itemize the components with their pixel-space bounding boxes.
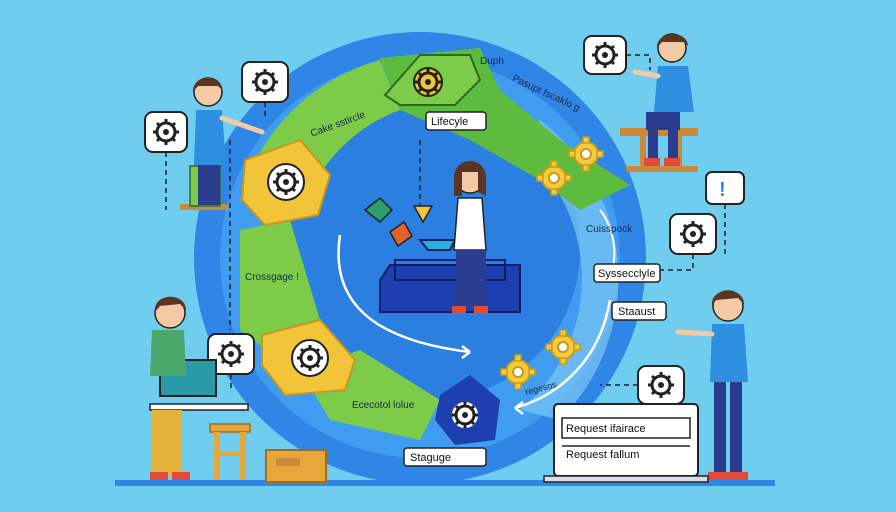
person-figure-center <box>452 161 488 314</box>
label-staust: Staaust <box>618 306 655 318</box>
label-lifecycle: Lifecyle <box>431 116 468 128</box>
person-figure-right-top <box>620 34 698 172</box>
label-syssecclyle: Syssecclyle <box>598 268 655 280</box>
request-line-1: Request ifairace <box>566 423 646 435</box>
gear-box <box>670 214 716 254</box>
gear-box <box>584 36 626 74</box>
stool <box>210 424 250 480</box>
gear-box <box>638 366 684 404</box>
label-crossgage: Crossgage ! <box>245 272 299 283</box>
request-line-2: Request fallum <box>566 449 639 461</box>
label-eceoteol: Ececotol lolue <box>352 400 415 411</box>
label-duph: Duph <box>480 56 504 67</box>
gear-box <box>145 112 187 152</box>
label-cuisspock: Cuisspock <box>586 224 633 235</box>
gear-box <box>242 62 288 102</box>
svg-text:!: ! <box>719 179 726 201</box>
label-staguge: Staguge <box>410 452 451 464</box>
printer <box>266 450 326 482</box>
center-stage <box>380 265 520 312</box>
alert-icon: ! <box>706 172 744 204</box>
request-laptop <box>544 404 708 482</box>
